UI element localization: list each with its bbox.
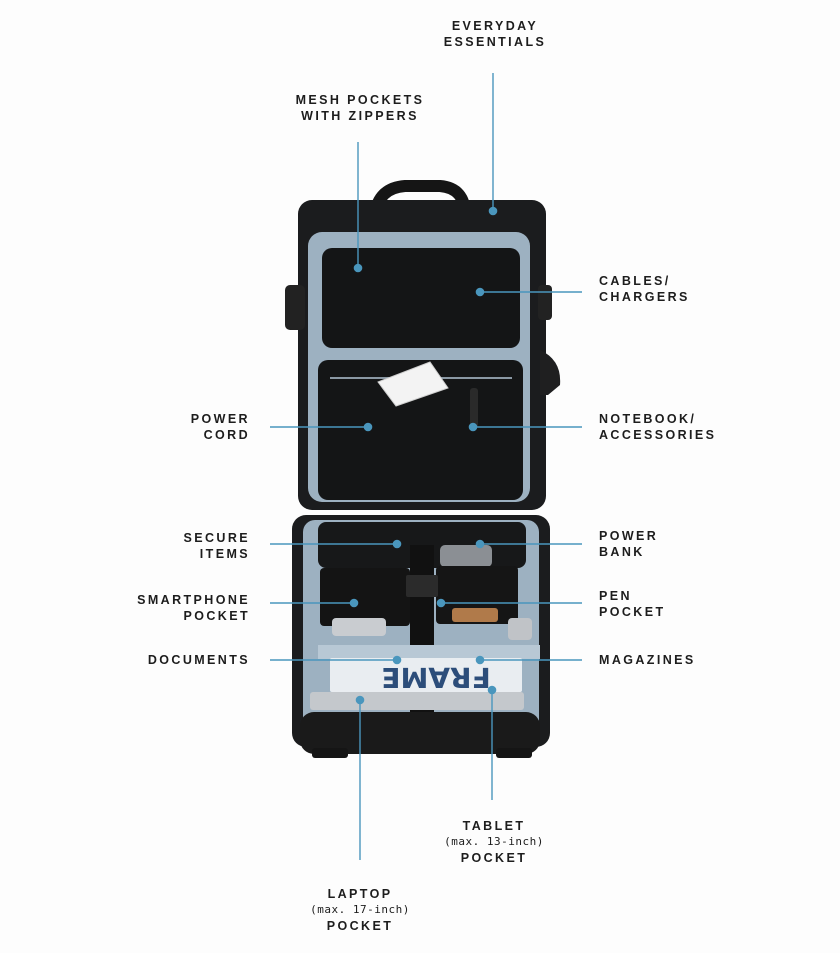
leader-lines [270, 73, 582, 860]
label-notebook-accessories: NOTEBOOK/ ACCESSORIES [599, 412, 717, 442]
label-secure-items: SECURE ITEMS [183, 531, 250, 561]
label-smartphone-pocket: SMARTPHONE POCKET [137, 593, 250, 623]
smartphone-pocket [320, 568, 410, 626]
label-mesh-pockets: MESH POCKETS WITH ZIPPERS [295, 93, 425, 123]
label-documents: DOCUMENTS [147, 653, 250, 667]
right-side-pocket [540, 350, 561, 395]
label-power-bank: POWER BANK [599, 529, 659, 559]
label-tablet-pocket: TABLET (max. 13-inch) POCKET [444, 819, 544, 865]
pen [470, 388, 478, 428]
strap-buckle [406, 575, 438, 597]
document-band [318, 645, 540, 659]
smartphone [332, 618, 386, 636]
right-foot [496, 748, 532, 758]
top-mesh-pocket [322, 248, 520, 348]
magazine [330, 658, 522, 692]
laptop [310, 692, 524, 710]
flashlight [508, 618, 532, 640]
magazine-title: FRAME [381, 661, 490, 694]
label-laptop-pocket: LAPTOP (max. 17-inch) POCKET [310, 887, 410, 933]
label-magazines: MAGAZINES [599, 653, 696, 667]
right-side-strap [538, 285, 552, 320]
backpack-base [300, 712, 540, 754]
left-side-strap [285, 285, 305, 330]
notebook [377, 361, 449, 407]
label-everyday-essentials: EVERYDAY ESSENTIALS [443, 19, 547, 49]
cable-item [452, 608, 498, 622]
label-cables-chargers: CABLES/ CHARGERS [599, 274, 690, 304]
label-pen-pocket: PEN POCKET [599, 589, 666, 619]
left-foot [312, 748, 348, 758]
label-power-cord: POWER CORD [190, 412, 250, 442]
power-bank [440, 545, 492, 567]
